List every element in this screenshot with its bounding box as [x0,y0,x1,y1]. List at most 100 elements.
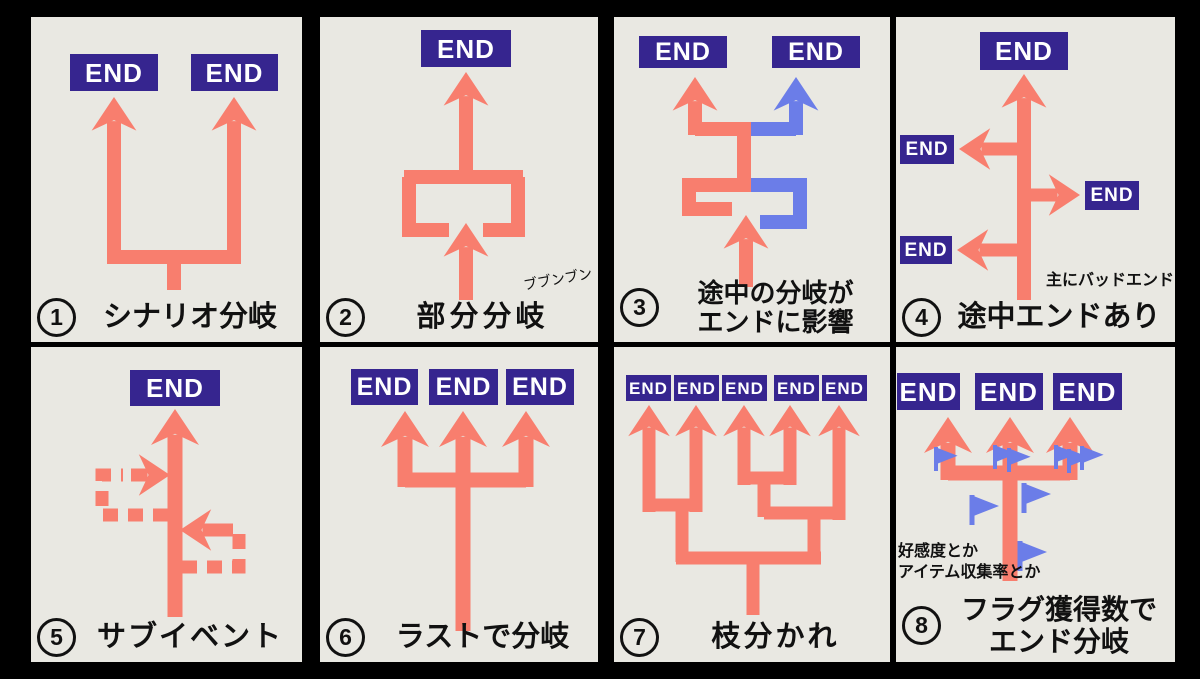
arrow-head [443,223,489,257]
flag-icon [1021,483,1051,513]
panel-caption: 5 サブイベント [37,618,294,657]
flag-icon [1080,446,1104,470]
end-box: END [772,36,860,68]
panel-caption-text: 途中の分岐がエンドに影響 [669,277,882,337]
caption-line: シナリオ分岐 [102,301,277,334]
flag-icon [993,445,1017,469]
panel-caption-text: フラグ獲得数でエンド分岐 [951,594,1167,657]
branch-diagram [381,411,550,631]
dashed-path-segment [182,523,246,574]
arrow-head [180,509,212,551]
caption-line: サブイベント [96,621,283,654]
flag-icon [1067,449,1091,473]
panel-5: END 5 サブイベント [31,347,302,662]
panel-number-badge: 8 [902,606,941,646]
panel-caption: 7 枝分かれ [620,618,882,657]
path-segment [748,178,807,229]
end-box: END [722,375,767,401]
arrow-head [439,411,487,447]
panel-caption: 6 ラストで分岐 [326,618,590,657]
arrow-head [628,405,670,437]
branch-diagram [95,409,246,617]
branch-diagram [402,72,525,300]
end-box: END [980,32,1068,70]
arrow-head [502,411,550,447]
end-box: END [191,54,278,91]
arrow-head [924,417,972,453]
arrow-head [959,128,991,170]
panel-number-badge: 7 [620,618,659,657]
arrow-head [675,405,717,437]
flag-icon [969,495,999,525]
end-box: END [822,375,867,401]
flag-icon [1054,445,1078,469]
panel-number-badge: 2 [326,298,365,337]
arrow-head [91,97,137,131]
end-box: END [506,369,574,405]
arrow-head [769,405,811,437]
dashed-path-segment [95,468,168,522]
panel-number-badge: 6 [326,618,365,657]
end-box: END [1085,181,1139,210]
path-segment [695,122,751,192]
panel-caption-text: ラストで分岐 [375,621,590,653]
panel-number-badge: 3 [620,288,659,328]
panel-number-badge: 5 [37,618,76,657]
end-box: END [900,236,952,264]
caption-line: エンド分岐 [988,625,1129,657]
arrow-head [672,77,718,111]
panel-caption: 2 部分分岐 [326,298,590,337]
caption-line: 部分分岐 [416,301,549,334]
panel-caption-text: 途中エンドあり [951,301,1167,333]
branch-diagram [672,77,819,287]
panel-caption-text: シナリオ分岐 [86,301,294,333]
caption-line: ラストで分岐 [395,621,570,654]
arrow-head [773,77,819,111]
arrow-head [957,229,989,271]
arrow-head [723,405,765,437]
branch-diagram [91,97,257,290]
arrow-head [986,417,1034,453]
end-box: END [351,369,418,405]
end-box: END [1053,373,1122,410]
panel-1: END END 1 シナリオ分岐 [31,17,302,342]
arrow-head [381,411,429,447]
arrow-head [723,215,769,249]
end-box: END [897,373,960,410]
end-box: END [130,370,220,406]
panel-caption-text: 枝分かれ [669,621,882,653]
branch-diagram [924,417,1104,581]
panel-caption-text: サブイベント [86,621,294,653]
panel-number-badge: 1 [37,298,76,337]
caption-line: 枝分かれ [711,621,840,654]
end-box: END [975,373,1043,410]
arrow-head [151,409,199,445]
caption-line: 途中の分岐が [697,277,854,308]
caption-line: 途中エンドあり [957,301,1161,334]
flag-icon [1007,448,1031,472]
arrow-head [443,72,489,106]
end-box: END [639,36,727,68]
annotation: アイテム収集率とか [898,564,1041,581]
caption-line: フラグ獲得数で [960,594,1157,626]
arrow-head [1046,417,1094,453]
panel-caption-text: 部分分岐 [375,301,590,333]
end-box: END [70,54,158,91]
path-segment [682,178,751,216]
end-box: END [421,30,511,67]
end-box: END [900,135,954,164]
end-box: END [626,375,671,401]
annotation: 主にバッドエンド [1046,272,1175,289]
panel-caption: 1 シナリオ分岐 [37,298,294,337]
arrow-head [1048,174,1080,216]
annotation: 好感度とか [898,543,979,560]
